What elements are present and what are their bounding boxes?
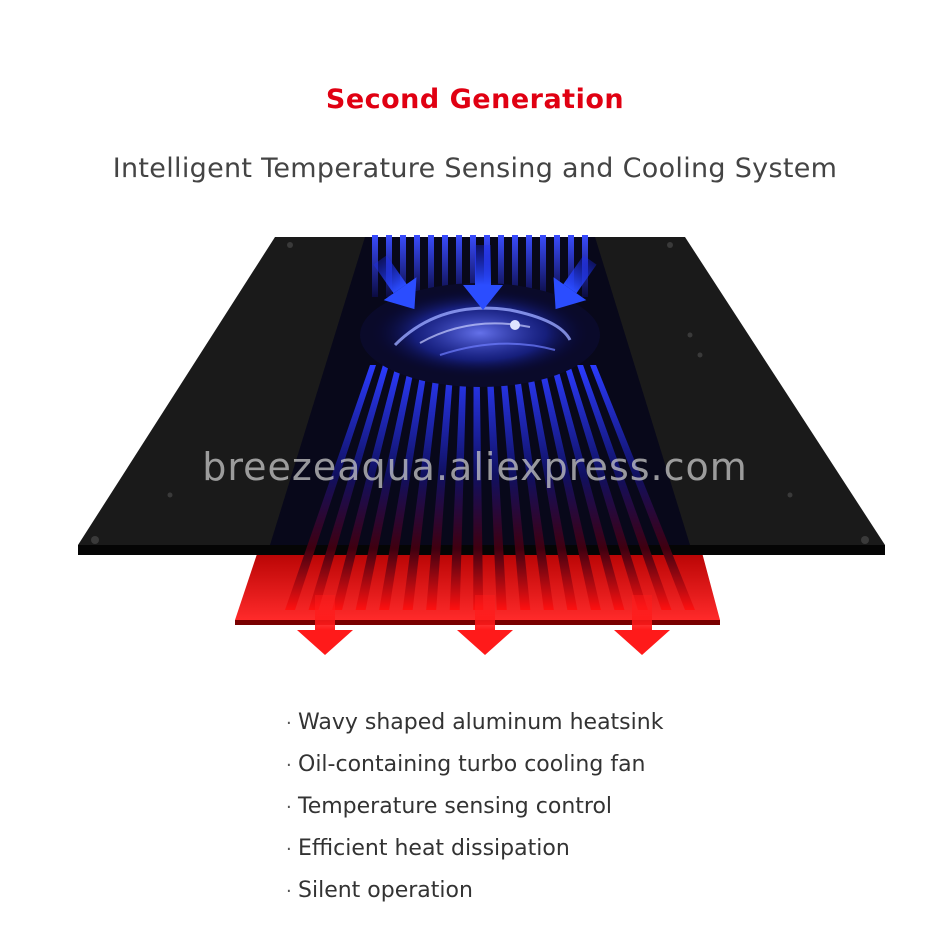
- heatsink-fin: [486, 365, 507, 610]
- heatsink-fin: [332, 365, 402, 610]
- feature-text: Wavy shaped aluminum heatsink: [298, 710, 664, 735]
- feature-text: Efficient heat dissipation: [298, 836, 570, 861]
- heatsink-fin: [402, 365, 441, 610]
- heatsink-fin: [590, 365, 695, 610]
- list-item: · Oil-containing turbo cooling fan: [286, 744, 663, 786]
- list-item: · Wavy shaped aluminum heatsink: [286, 702, 663, 744]
- top-fin: [568, 235, 574, 297]
- arrow-down-icon: [553, 255, 597, 310]
- heatsink-fin: [538, 365, 601, 610]
- top-fin: [414, 235, 420, 297]
- top-fin: [428, 235, 434, 297]
- list-item: · Efficient heat dissipation: [286, 828, 663, 870]
- top-fin: [554, 235, 560, 297]
- bullet: ·: [286, 713, 292, 734]
- feature-text: Oil-containing turbo cooling fan: [298, 752, 646, 777]
- heatsink-fin: [308, 365, 389, 610]
- feature-text: Silent operation: [298, 878, 473, 903]
- watermark: breezeaqua.aliexpress.com: [202, 445, 748, 489]
- heatsink-fin: [379, 365, 428, 610]
- arrow-down-icon: [457, 595, 513, 655]
- top-fin: [526, 235, 532, 297]
- top-fin: [400, 235, 406, 297]
- page-subtitle: Intelligent Temperature Sensing and Cool…: [112, 153, 838, 184]
- heatsink-fin: [577, 365, 672, 610]
- arrow-down-icon: [297, 595, 353, 655]
- heatsink-fin: [499, 365, 531, 610]
- heatsink-fin: [512, 365, 554, 610]
- turbo-fan-icon: [360, 283, 600, 387]
- top-fin: [442, 235, 448, 297]
- heatsink-fin: [355, 365, 415, 610]
- bullet: ·: [286, 755, 292, 776]
- feature-text: Temperature sensing control: [298, 794, 613, 819]
- heatsink-fin: [285, 365, 376, 610]
- bullet: ·: [286, 839, 292, 860]
- arrow-down-icon: [463, 245, 503, 310]
- top-fin: [512, 235, 518, 297]
- bullet: ·: [286, 797, 292, 818]
- arrow-down-icon: [614, 595, 670, 655]
- heatsink-fins: [285, 365, 695, 610]
- heatsink-fin: [525, 365, 578, 610]
- heatsink-fin: [449, 365, 467, 610]
- heatsink-fin: [426, 365, 454, 610]
- page-title: Second Generation: [325, 84, 625, 115]
- list-item: · Temperature sensing control: [286, 786, 663, 828]
- top-fin: [456, 235, 462, 297]
- exhaust-arrows: [297, 595, 670, 655]
- top-fin: [540, 235, 546, 297]
- top-fin: [470, 235, 476, 297]
- top-fin: [498, 235, 504, 297]
- feature-list: · Wavy shaped aluminum heatsink · Oil-cont…: [286, 702, 663, 912]
- arrow-down-icon: [373, 255, 417, 310]
- heatsink-illustration: [78, 235, 885, 655]
- heatsink-fin: [564, 365, 648, 610]
- heatsink-fin: [551, 365, 625, 610]
- heatsink-fin: [473, 365, 484, 610]
- intake-arrows: [373, 245, 597, 310]
- bullet: ·: [286, 881, 292, 902]
- list-item: · Silent operation: [286, 870, 663, 912]
